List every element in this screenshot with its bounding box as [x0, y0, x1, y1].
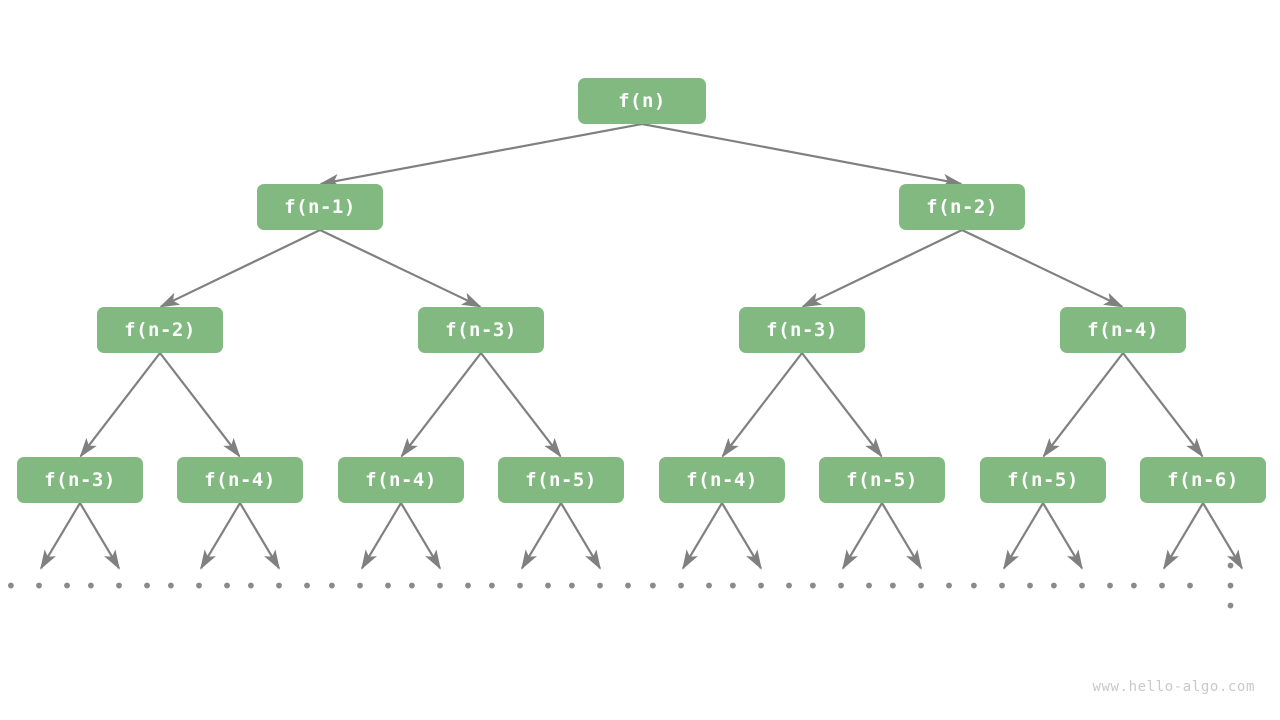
tree-node-r0c0[interactable]: f(n): [578, 78, 706, 124]
tree-edge-r2c1-to-r3c2: [400, 352, 482, 458]
tree-node-r3c2[interactable]: f(n-4): [338, 457, 464, 503]
tree-node-r1c0[interactable]: f(n-1): [257, 184, 383, 230]
tree-edge-r0c0-to-r1c0: [319, 122, 643, 188]
tree-edge-r3c4-to-e8: [682, 502, 723, 570]
tree-edge-r2c0-to-r3c1: [159, 352, 241, 458]
tree-node-r3c0[interactable]: f(n-3): [17, 457, 143, 503]
tree-edge-r3c2-to-e4: [361, 502, 402, 570]
tree-edge-r2c2-to-r3c4: [721, 352, 803, 458]
tree-edge-r3c0-to-e1: [79, 502, 120, 570]
tree-edge-r3c7-to-e14: [1163, 502, 1204, 570]
ellipsis-leaf-e3: • • •: [244, 574, 316, 598]
tree-edge-r3c1-to-e2: [200, 502, 241, 570]
ellipsis-leaf-e7: • • •: [565, 574, 637, 598]
tree-edge-r3c6-to-e12: [1003, 502, 1044, 570]
ellipsis-leaf-e10: • • •: [806, 574, 878, 598]
tree-node-r2c0[interactable]: f(n-2): [97, 307, 223, 353]
tree-edge-r3c5-to-e11: [881, 502, 922, 570]
tree-node-r2c3[interactable]: f(n-4): [1060, 307, 1186, 353]
watermark-text: www.hello-algo.com: [1092, 679, 1255, 695]
ellipsis-leaf-e15: • • •: [1224, 554, 1239, 618]
ellipsis-leaf-e11: • • •: [886, 574, 958, 598]
tree-edge-r3c3-to-e7: [560, 502, 601, 570]
tree-node-r3c4[interactable]: f(n-4): [659, 457, 785, 503]
ellipsis-leaf-e8: • • •: [646, 574, 718, 598]
tree-edge-r3c2-to-e5: [400, 502, 441, 570]
tree-edge-r0c0-to-r1c1: [641, 122, 963, 187]
tree-node-r3c5[interactable]: f(n-5): [819, 457, 945, 503]
ellipsis-leaf-e13: • • •: [1047, 574, 1119, 598]
tree-edge-r2c3-to-r3c7: [1122, 352, 1204, 458]
tree-edge-r3c5-to-e10: [842, 502, 883, 570]
tree-edge-r3c3-to-e6: [521, 502, 562, 570]
tree-edge-r2c1-to-r3c3: [480, 352, 562, 458]
tree-edge-r2c3-to-r3c6: [1042, 352, 1124, 458]
ellipsis-leaf-e4: • • •: [325, 574, 397, 598]
tree-node-r3c1[interactable]: f(n-4): [177, 457, 303, 503]
tree-node-r3c7[interactable]: f(n-6): [1140, 457, 1266, 503]
tree-node-r1c1[interactable]: f(n-2): [899, 184, 1025, 230]
ellipsis-leaf-e1: • • •: [84, 574, 156, 598]
tree-node-r3c6[interactable]: f(n-5): [980, 457, 1106, 503]
tree-edge-r3c6-to-e13: [1042, 502, 1083, 570]
ellipsis-leaf-e12: • • •: [967, 574, 1039, 598]
ellipsis-leaf-e5: • • •: [405, 574, 477, 598]
ellipsis-leaf-e14: • • •: [1127, 574, 1199, 598]
tree-edge-r1c0-to-r2c1: [319, 229, 482, 308]
ellipsis-leaf-e6: • • •: [485, 574, 557, 598]
ellipsis-leaf-e2: • • •: [164, 574, 236, 598]
tree-edge-r1c1-to-r2c3: [961, 229, 1124, 308]
tree-node-r2c1[interactable]: f(n-3): [418, 307, 544, 353]
tree-edge-r3c4-to-e9: [721, 502, 762, 570]
tree-edge-r2c2-to-r3c5: [801, 352, 883, 458]
tree-edge-r2c0-to-r3c0: [79, 352, 161, 458]
tree-edge-r3c1-to-e3: [239, 502, 280, 570]
tree-edge-r3c0-to-e0: [40, 502, 81, 570]
tree-node-r2c2[interactable]: f(n-3): [739, 307, 865, 353]
tree-edge-r1c0-to-r2c0: [159, 229, 321, 308]
tree-edge-r1c1-to-r2c2: [801, 229, 963, 308]
ellipsis-leaf-e9: • • •: [726, 574, 798, 598]
tree-node-r3c3[interactable]: f(n-5): [498, 457, 624, 503]
ellipsis-leaf-e0: • • •: [4, 574, 76, 598]
